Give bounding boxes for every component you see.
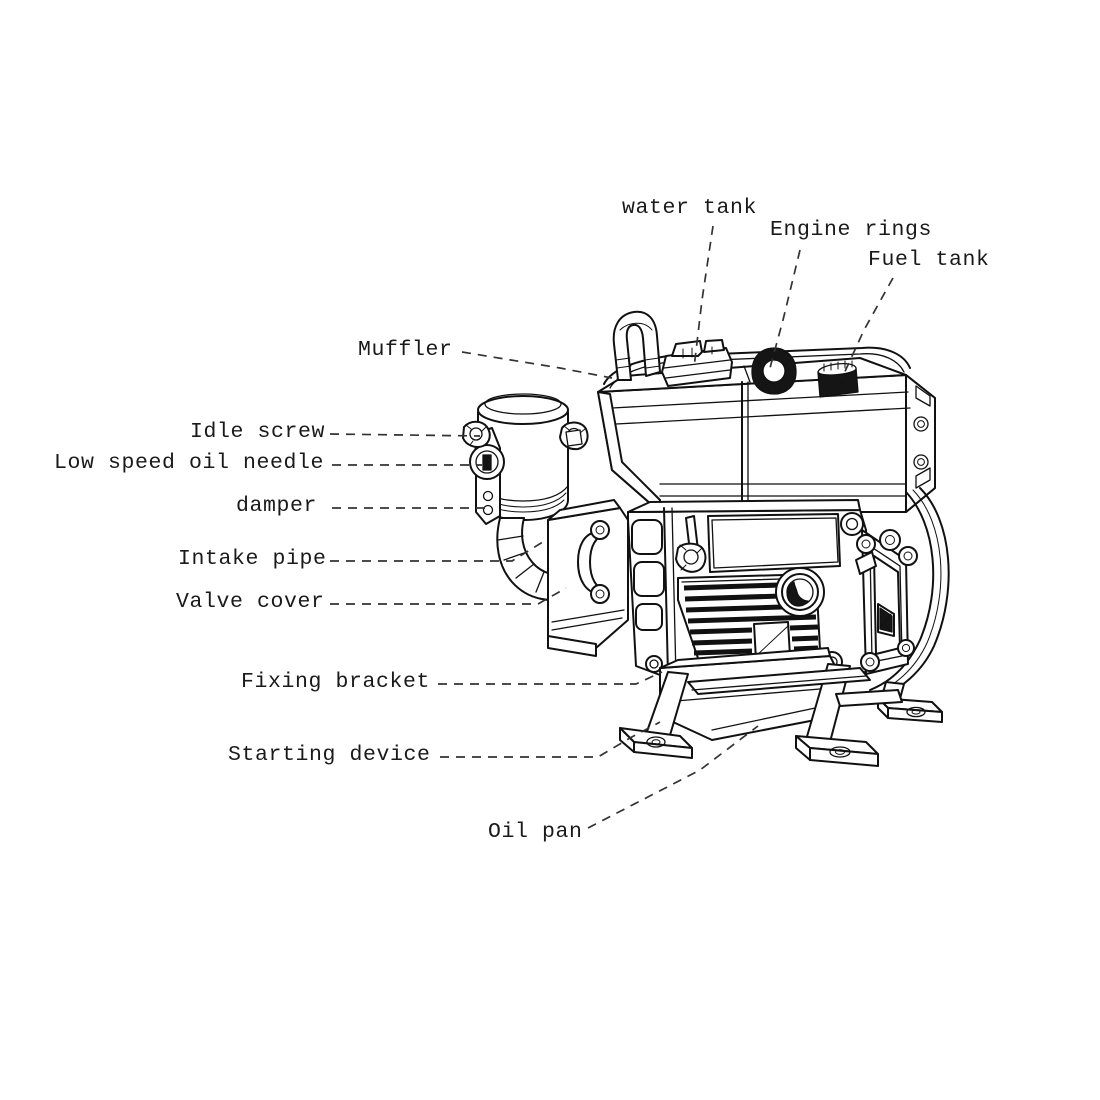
leader-line-valve-cover <box>330 587 567 605</box>
callout-label-valve-cover: Valve cover <box>176 590 325 614</box>
water-tank-filler-cap <box>661 339 733 387</box>
callout-label-starting-device: Starting device <box>228 743 431 767</box>
leader-line-fuel-tank <box>841 277 894 379</box>
callout-label-intake-pipe: Intake pipe <box>178 547 327 571</box>
air-filter-canister-icon <box>462 393 589 525</box>
flywheel-pulley-icon <box>775 567 825 617</box>
decompression-lever-icon <box>675 515 707 573</box>
fuel-cap-icon <box>817 360 859 398</box>
inspection-ports <box>631 519 665 631</box>
leader-lines <box>329 225 894 829</box>
nameplate-icon <box>707 513 841 573</box>
leader-line-water-tank <box>693 225 714 369</box>
callout-label-low-speed-oil-needle: Low speed oil needle <box>54 451 325 475</box>
callout-label-idle-screw: Idle screw <box>190 420 326 444</box>
callout-label-fuel-tank: Fuel tank <box>868 248 990 272</box>
intake-flange-icon <box>577 520 610 604</box>
leader-line-starting-device <box>440 721 661 758</box>
callout-label-damper: damper <box>236 494 318 518</box>
starting-device-icon <box>855 529 918 675</box>
leader-line-idle-screw <box>329 433 481 437</box>
lifting-ring-icon <box>751 347 797 395</box>
leader-line-fixing-bracket <box>438 671 663 685</box>
callout-label-water-tank: water tank <box>622 196 758 220</box>
callout-label-muffler: Muffler <box>358 338 453 362</box>
leader-line-engine-rings <box>769 249 801 369</box>
idle-screw-icon <box>462 420 491 448</box>
callout-label-engine-rings: Engine rings <box>770 218 933 242</box>
leader-line-intake-pipe <box>330 539 547 562</box>
valve-cover-icon <box>547 499 629 657</box>
callout-label-oil-pan: Oil pan <box>488 820 583 844</box>
leader-line-muffler <box>461 351 613 379</box>
exhaust-pipe-icon <box>612 310 661 381</box>
mounting-foot-icon <box>619 663 943 767</box>
callout-label-fixing-bracket: Fixing bracket <box>241 670 431 694</box>
